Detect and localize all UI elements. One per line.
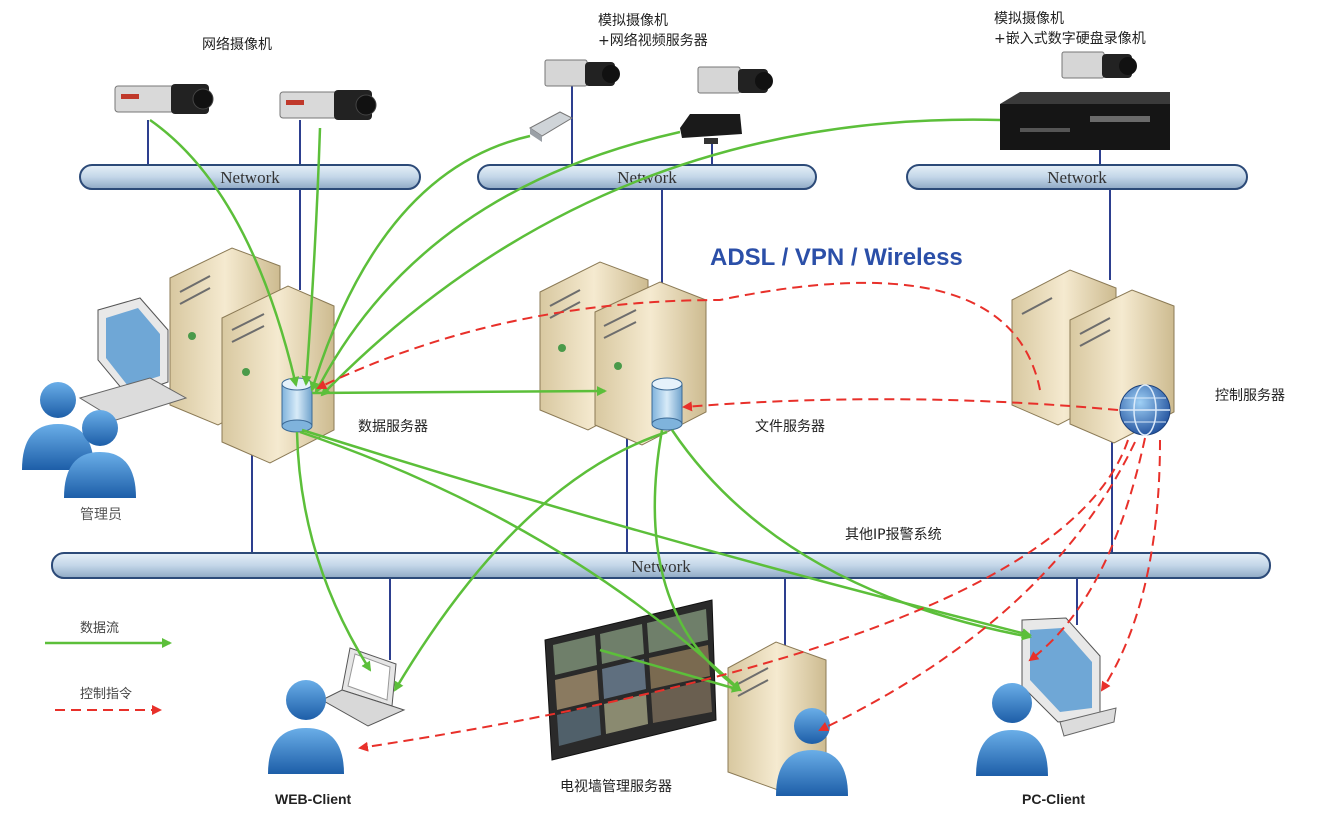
- network-pipe-top-left: Network: [79, 164, 421, 190]
- web-client-label: WEB-Client: [275, 791, 352, 807]
- video-server-icon: [680, 114, 742, 144]
- network-label: Network: [1047, 168, 1107, 187]
- computer-icon: [78, 297, 188, 421]
- video-wall-icon: [544, 599, 717, 761]
- monitor-icon: [1021, 617, 1117, 737]
- ip-camera-icon: [279, 90, 377, 120]
- network-label: Network: [220, 168, 280, 187]
- dvr-icon: [1000, 92, 1170, 150]
- analog-camera-1-sublabel: +网络视频服务器: [598, 33, 708, 49]
- globe-icon: [1119, 384, 1171, 436]
- legend-control-cmd-label: 控制指令: [80, 687, 133, 702]
- analog-camera-2-label: 模拟摄像机: [994, 11, 1064, 27]
- data-server-label: 数据服务器: [358, 419, 428, 435]
- database-icon: [651, 377, 683, 431]
- laptop-icon: [320, 647, 406, 727]
- wan-label: ADSL / VPN / Wireless: [710, 244, 963, 271]
- admin-label: 管理员: [80, 507, 122, 523]
- control-server-label: 控制服务器: [1215, 388, 1285, 404]
- person-icon: [64, 410, 136, 498]
- person-icon: [776, 708, 848, 796]
- analog-camera-icon: [544, 59, 620, 87]
- legend-data-flow-label: 数据流: [80, 621, 120, 636]
- analog-camera-icon: [697, 66, 773, 94]
- network-wires: [147, 85, 1113, 660]
- pc-client-label: PC-Client: [1022, 791, 1085, 807]
- video-server-icon: [529, 111, 574, 142]
- ip-camera-icon: [114, 84, 214, 114]
- file-server-label: 文件服务器: [755, 419, 825, 435]
- analog-camera-icon: [1061, 51, 1137, 79]
- ip-camera-label: 网络摄像机: [202, 37, 272, 53]
- data-server-icon: [169, 247, 335, 464]
- other-alarm-label: 其他IP报警系统: [845, 527, 942, 543]
- analog-camera-2-sublabel: +嵌入式数字硬盘录像机: [994, 31, 1146, 47]
- control-flow-lines: [316, 281, 1161, 752]
- analog-camera-1-label: 模拟摄像机: [598, 13, 668, 29]
- database-icon: [281, 377, 313, 433]
- person-icon: [22, 382, 94, 470]
- person-icon: [976, 683, 1048, 776]
- network-pipe-top-right: Network: [906, 164, 1248, 190]
- data-flow-lines: [149, 118, 1032, 693]
- tv-wall-server-label: 电视墙管理服务器: [560, 779, 672, 795]
- person-icon: [268, 680, 344, 774]
